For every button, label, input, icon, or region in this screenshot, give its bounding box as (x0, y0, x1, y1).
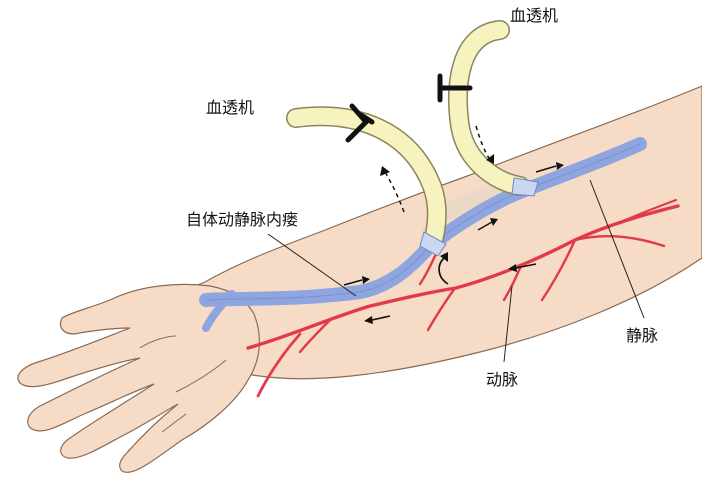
artery-branch (256, 332, 302, 398)
artery-branch (573, 235, 666, 248)
palm-crease (175, 359, 227, 393)
label-fistula: 自体动静脉内瘘 (186, 210, 299, 229)
leader-artery (503, 285, 513, 363)
label-dialyzer-left: 血透机 (206, 98, 255, 117)
flow-arrow-artery-1 (508, 263, 537, 272)
flow-arrow-curved (438, 252, 449, 285)
clamp-left (345, 103, 370, 143)
artery-branch (540, 238, 577, 302)
flow-arrow-fistula (477, 218, 498, 231)
flow-arrow-right-tube-head (486, 154, 494, 164)
artery-branch (426, 286, 457, 332)
needle-tip-left (419, 231, 447, 257)
flow-arrow-artery-2 (364, 315, 391, 324)
needle-tip-right (511, 177, 539, 197)
hand (17, 283, 260, 473)
artery-branch (609, 199, 677, 227)
flow-arrow-right-tube (475, 125, 491, 161)
artery-branch (298, 318, 332, 354)
dialysis-tube-left-fill (287, 107, 446, 247)
flow-arrow-vein-1 (343, 276, 370, 286)
artery-branch (502, 266, 522, 302)
dialysis-tube-right-fill (449, 21, 529, 195)
flow-arrow-vein-2 (535, 162, 564, 173)
label-dialyzer-right: 血透机 (510, 6, 559, 25)
artery-connection (418, 252, 438, 286)
label-vein: 静脉 (626, 326, 659, 345)
flow-arrow-left-tube-head (380, 166, 390, 176)
leader-fistula (267, 233, 357, 297)
label-artery: 动脉 (486, 370, 519, 389)
clamp-left-cap (358, 112, 375, 125)
palm-crease (161, 413, 187, 433)
vein-branch (202, 290, 236, 332)
leader-vein (589, 179, 645, 319)
palm-crease (139, 335, 177, 349)
